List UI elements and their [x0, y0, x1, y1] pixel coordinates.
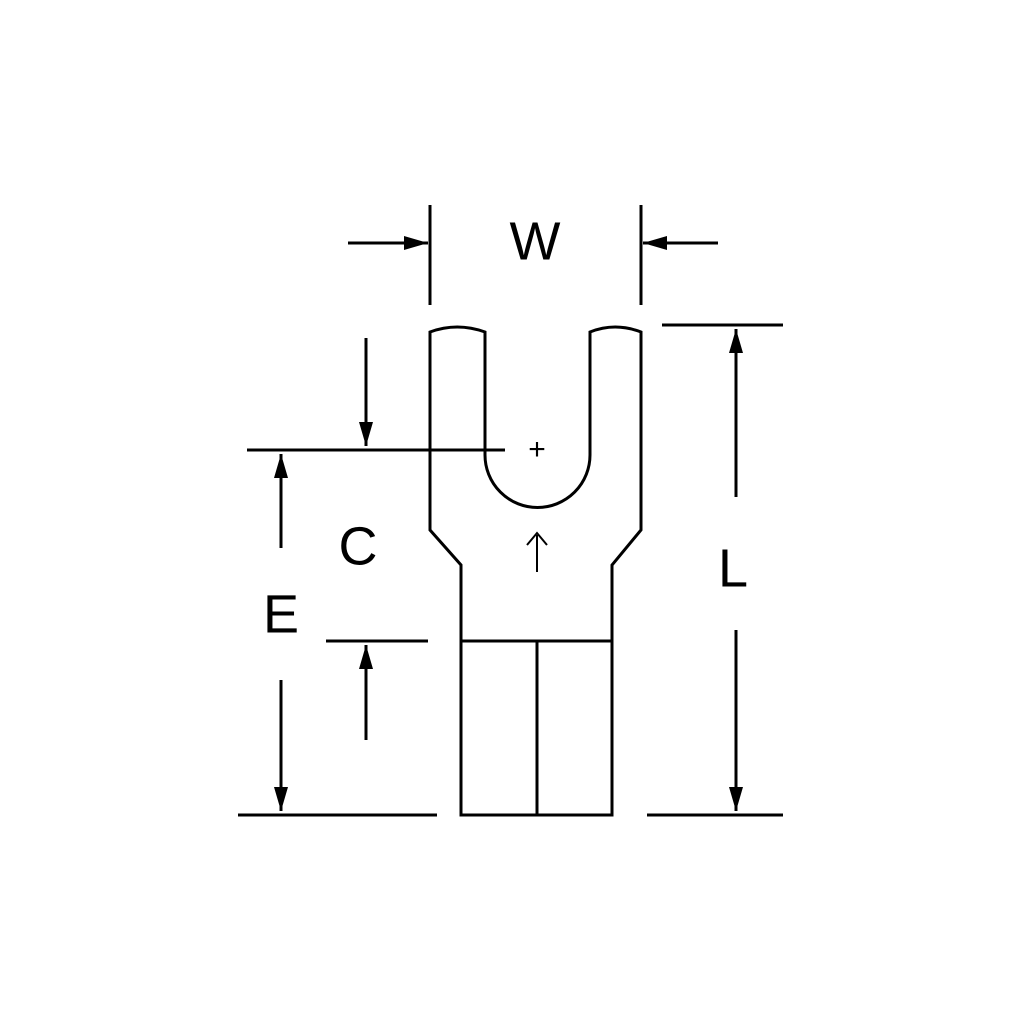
- small-arrowhead-icon: [526, 531, 548, 546]
- width-label: W: [510, 211, 561, 271]
- center-mark: +: [528, 433, 546, 466]
- c-dimension: C: [247, 338, 505, 740]
- length-dimension: L: [647, 323, 783, 817]
- e-dimension: E: [238, 454, 437, 817]
- width-dimension: W: [348, 205, 718, 305]
- e-label: E: [263, 584, 299, 644]
- c-label: C: [339, 516, 378, 576]
- length-label: L: [718, 538, 748, 598]
- terminal-outline: [428, 325, 643, 817]
